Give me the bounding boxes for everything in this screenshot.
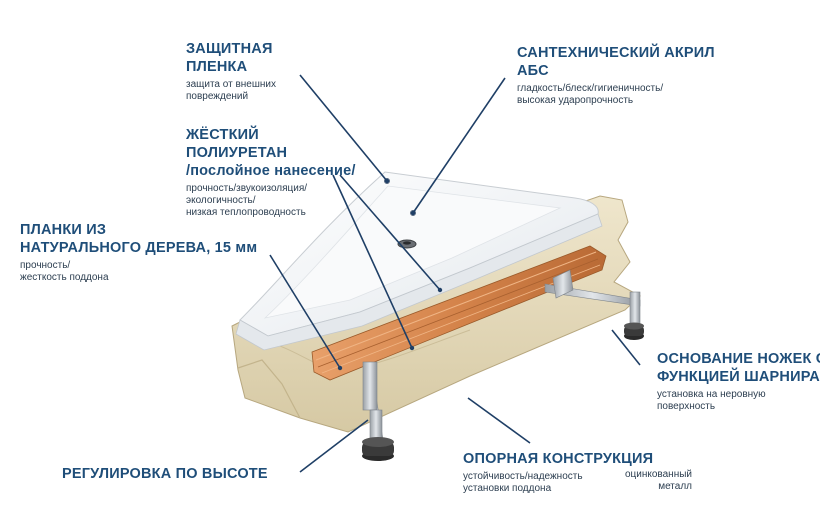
acrylic-title-line1: САНТЕХНИЧЕСКИЙ АКРИЛ bbox=[517, 45, 715, 61]
leader-height-adjust bbox=[299, 419, 369, 473]
leader-protective-film bbox=[299, 74, 388, 182]
protective-film-title-line1: ЗАЩИТНАЯ bbox=[186, 41, 273, 57]
adjustable-feet bbox=[362, 322, 644, 461]
polyurethane-desc-line3: низкая теплопроводность bbox=[186, 207, 306, 218]
polyurethane-title-line1: ЖЁСТКИЙ bbox=[186, 127, 259, 143]
label-height-adjust: РЕГУЛИРОВКА ПО ВЫСОТЕ bbox=[62, 465, 268, 483]
acrylic-title-line2: АБС bbox=[517, 63, 549, 79]
leader-polyurethane-2 bbox=[332, 174, 413, 349]
leader-leg-base bbox=[611, 329, 641, 366]
leg-base-desc-line1: установка на неровную bbox=[657, 389, 766, 400]
leg-base-title-line1: ОСНОВАНИЕ НОЖЕК С bbox=[657, 351, 820, 367]
leader-lines bbox=[269, 74, 641, 473]
leader-support-frame bbox=[467, 397, 531, 444]
leader-polyurethane-1 bbox=[339, 174, 441, 291]
wood-slats-desc-line1: прочность/ bbox=[20, 260, 71, 271]
leg-base-desc-line2: поверхность bbox=[657, 401, 716, 412]
galvanized-desc-line1: оцинкованный bbox=[624, 469, 692, 480]
polyurethane-desc-line2: экологичность/ bbox=[186, 195, 256, 206]
protective-film-desc-line2: повреждений bbox=[186, 91, 249, 102]
label-acrylic: САНТЕХНИЧЕСКИЙ АКРИЛ АБС гладкость/блеск… bbox=[517, 44, 715, 107]
leader-wood bbox=[269, 254, 341, 369]
polyurethane-desc-line1: прочность/звукоизоляция/ bbox=[186, 183, 308, 194]
support-frame bbox=[362, 269, 641, 459]
label-support-frame: ОПОРНАЯ КОНСТРУКЦИЯ устойчивость/надежно… bbox=[463, 450, 653, 495]
label-leg-base: ОСНОВАНИЕ НОЖЕК С ФУНКЦИЕЙ ШАРНИРА устан… bbox=[657, 350, 820, 413]
leg-base-title-line2: ФУНКЦИЕЙ ШАРНИРА bbox=[657, 369, 820, 385]
label-rigid-polyurethane: ЖЁСТКИЙ ПОЛИУРЕТАН /послойное нанесение/… bbox=[186, 126, 356, 219]
acrylic-desc-line2: высокая ударопрочность bbox=[517, 95, 634, 106]
protective-film-desc-line1: защита от внешних bbox=[186, 79, 276, 90]
wood-slats-desc-line2: жесткость поддона bbox=[20, 272, 109, 283]
acrylic-desc-line1: гладкость/блеск/гигиеничность/ bbox=[517, 83, 664, 94]
leader-acrylic bbox=[412, 77, 506, 214]
galvanized-desc-line2: металл bbox=[658, 481, 692, 492]
acrylic-tray bbox=[235, 171, 603, 351]
support-frame-desc-line2: установки поддона bbox=[463, 483, 552, 494]
height-adjust-title: РЕГУЛИРОВКА ПО ВЫСОТЕ bbox=[62, 466, 268, 482]
leader-dots bbox=[337, 178, 443, 371]
label-protective-film: ЗАЩИТНАЯ ПЛЕНКА защита от внешних повреж… bbox=[186, 40, 276, 103]
support-frame-desc-line1: устойчивость/надежность bbox=[463, 471, 583, 482]
wood-slats-title-line2: НАТУРАЛЬНОГО ДЕРЕВА, 15 мм bbox=[20, 240, 258, 256]
polyurethane-title-line3: /послойное нанесение/ bbox=[186, 163, 356, 179]
wood-slats-title-line1: ПЛАНКИ ИЗ bbox=[20, 222, 107, 238]
support-frame-title: ОПОРНАЯ КОНСТРУКЦИЯ bbox=[463, 451, 654, 467]
label-wood-slats: ПЛАНКИ ИЗ НАТУРАЛЬНОГО ДЕРЕВА, 15 мм про… bbox=[20, 221, 257, 284]
protective-film-title-line2: ПЛЕНКА bbox=[186, 59, 248, 75]
polyurethane-title-line2: ПОЛИУРЕТАН bbox=[186, 145, 288, 161]
label-galvanized-metal: оцинкованный металл bbox=[612, 469, 692, 493]
